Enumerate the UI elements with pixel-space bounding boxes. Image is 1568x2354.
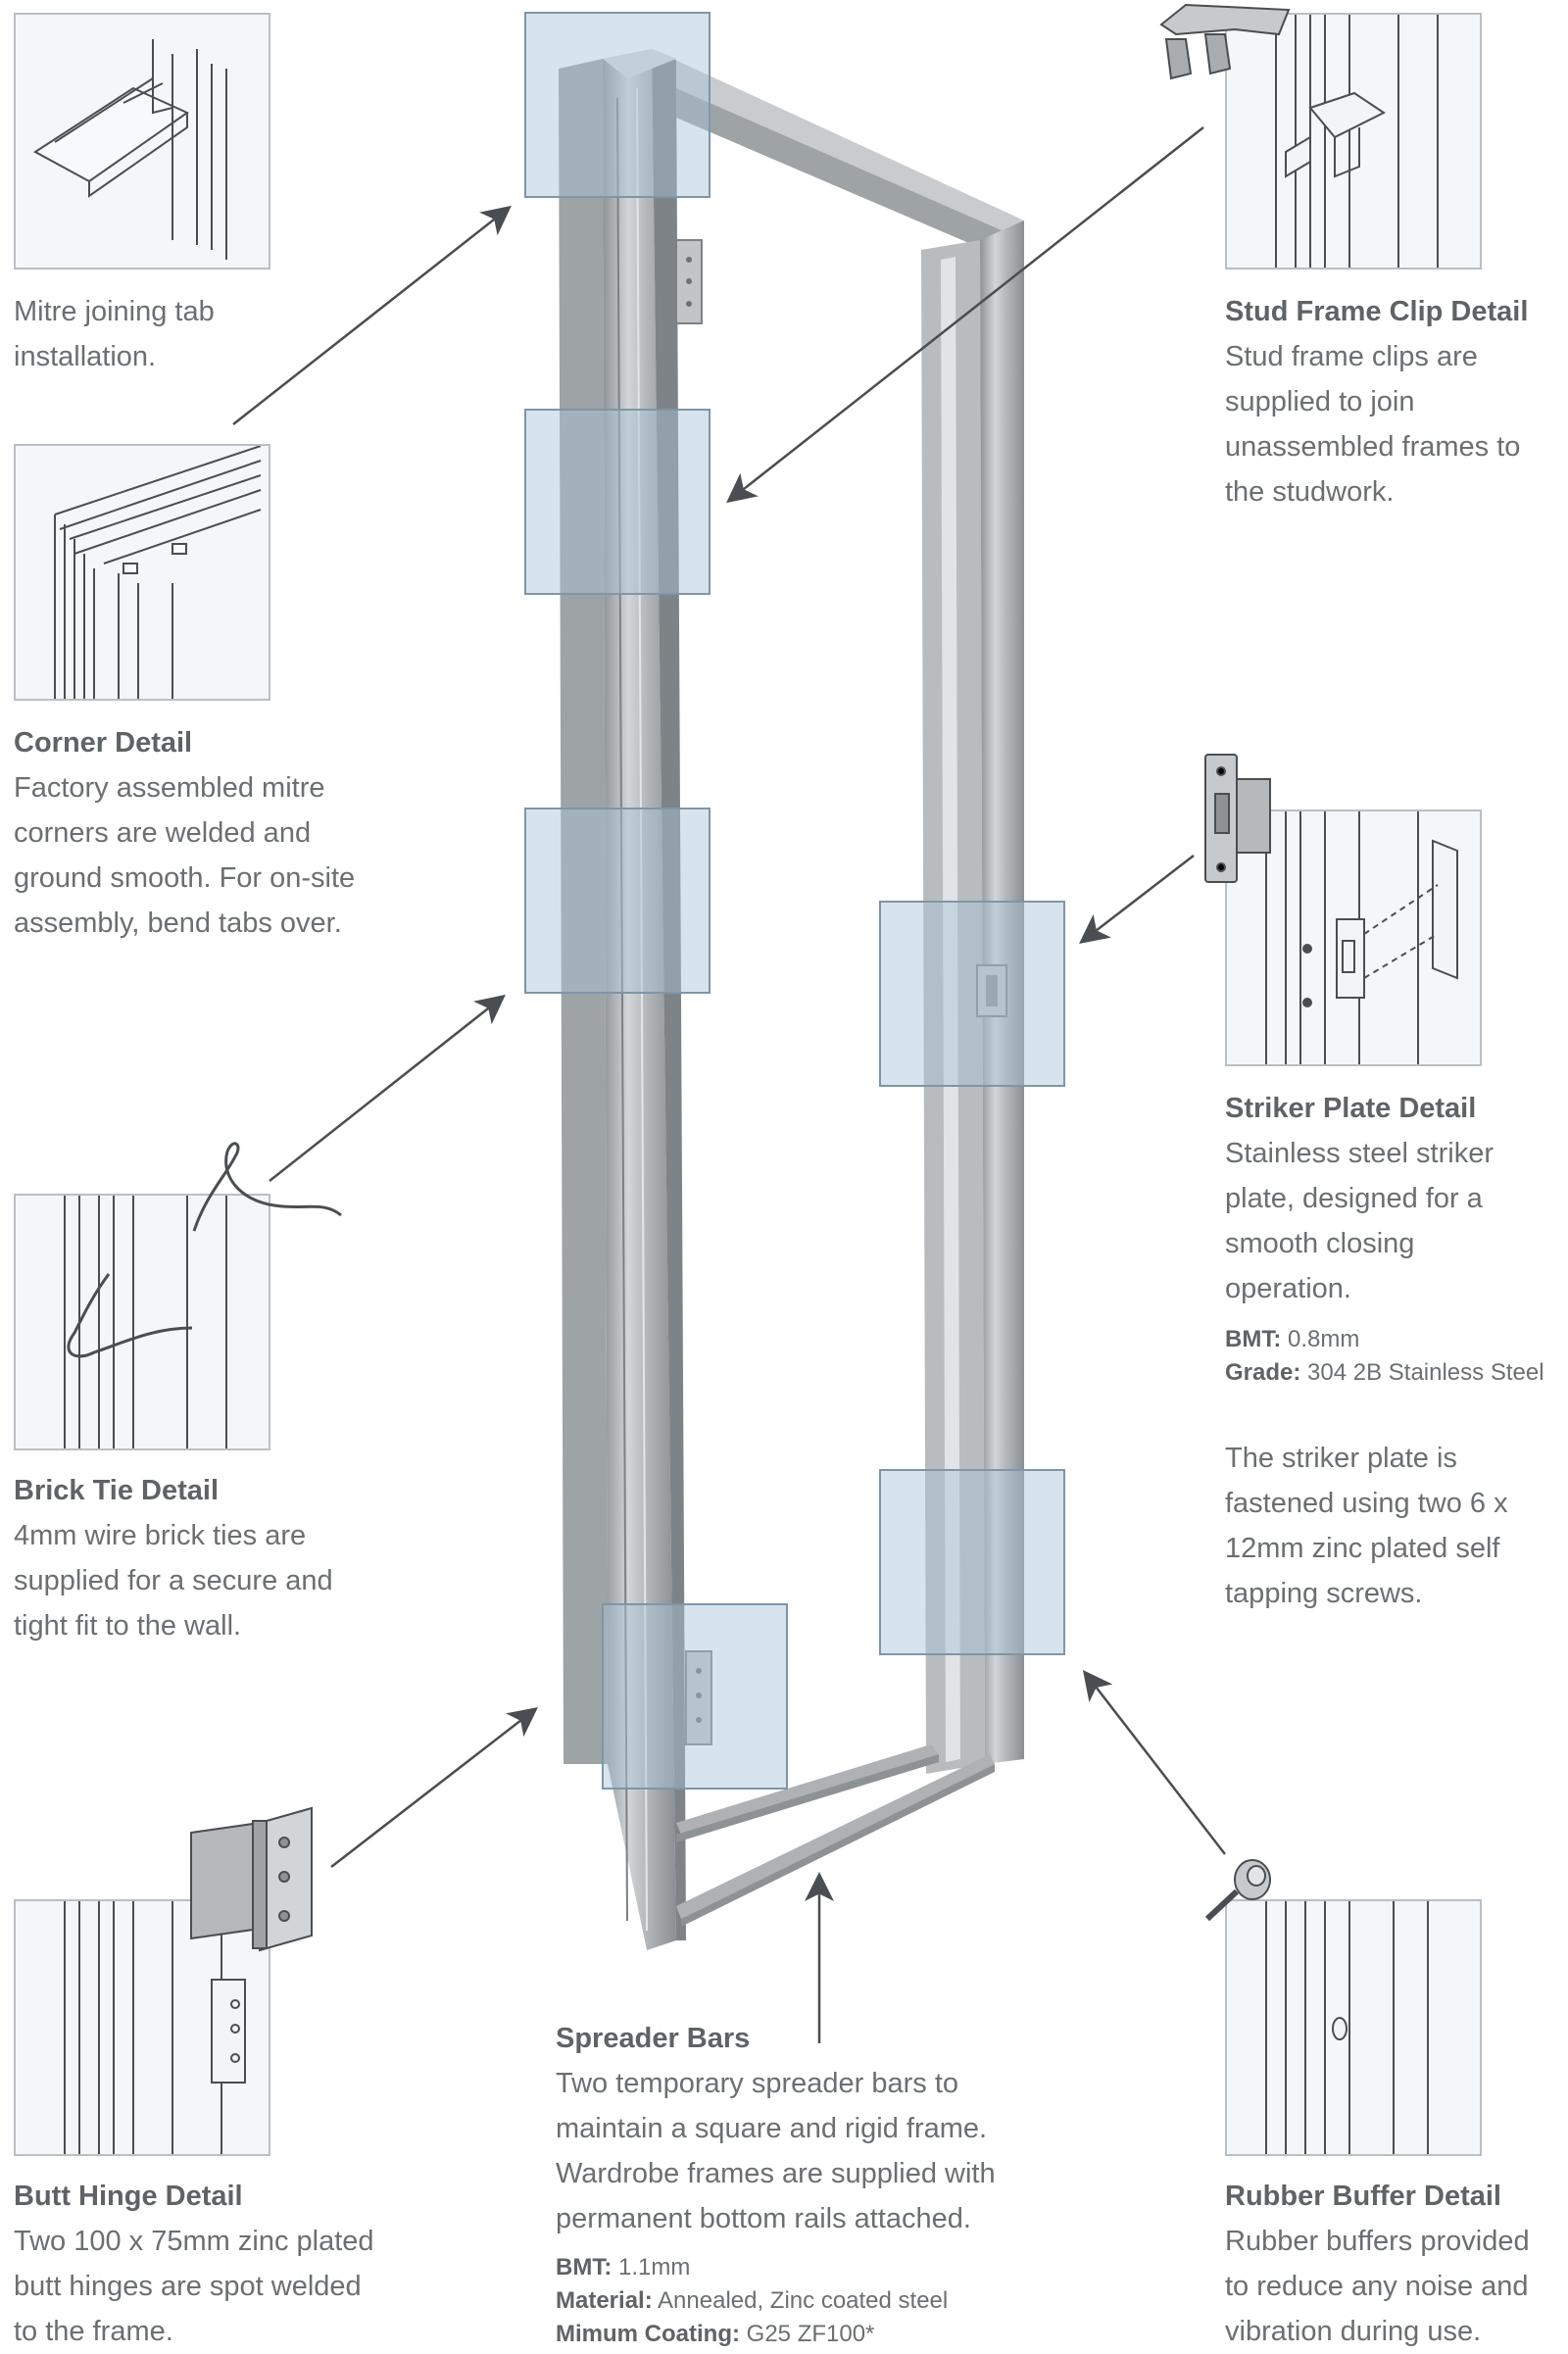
corner-title: Corner Detail (14, 727, 193, 759)
spreader-title: Spreader Bars (556, 2023, 751, 2054)
rubber-buffer-label: Rubber Buffer Detail Rubber buffers prov… (1225, 2174, 1558, 2354)
striker-plate-detail-inset (1225, 809, 1482, 1066)
stud-clip-detail-inset (1225, 13, 1482, 270)
brick-tie-label: Brick Tie Detail 4mm wire brick ties are… (14, 1468, 347, 1648)
rubber-buffer-detail-inset (1225, 1899, 1482, 2156)
spreader-specs: BMT: 1.1mm Material: Annealed, Zinc coat… (556, 2251, 1026, 2351)
spreader-body: Two temporary spreader bars to maintain … (556, 2068, 996, 2234)
corner-label: Corner Detail Factory assembled mitre co… (14, 720, 386, 946)
stud-clip-title: Stud Frame Clip Detail (1225, 296, 1529, 327)
corner-body: Factory assembled mitre corners are weld… (14, 772, 356, 939)
spreader-bars-illustration (676, 1744, 995, 1927)
stud-clip-label: Stud Frame Clip Detail Stud frame clips … (1225, 289, 1539, 515)
frame-head (603, 49, 1024, 265)
butt-hinge-body: Two 100 x 75mm zinc plated butt hinges a… (14, 2226, 374, 2347)
striker-bmt: BMT: 0.8mm (1225, 1326, 1360, 1352)
frame-left-jamb (559, 49, 686, 1950)
brick-tie-detail-inset (14, 1194, 270, 1450)
butt-hinge-title: Butt Hinge Detail (14, 2181, 243, 2212)
frame-hinges (675, 239, 712, 1745)
corner-detail-inset (14, 444, 270, 701)
striker-grade: Grade: 304 2B Stainless Steel (1225, 1359, 1544, 1386)
mitre-body: Mitre joining tab installation. (14, 296, 215, 372)
mitre-label: Mitre joining tab installation. (14, 289, 347, 379)
butt-hinge-label: Butt Hinge Detail Two 100 x 75mm zinc pl… (14, 2174, 376, 2354)
spreader-coating: Mimum Coating: G25 ZF100* (556, 2321, 875, 2347)
striker-body: Stainless steel striker plate, designed … (1225, 1138, 1494, 1304)
rubber-buffer-body: Rubber buffers provided to reduce any no… (1225, 2226, 1530, 2347)
striker-specs: BMT: 0.8mm Grade: 304 2B Stainless Steel (1225, 1323, 1568, 1390)
rubber-buffer-title: Rubber Buffer Detail (1225, 2181, 1501, 2212)
spreader-bmt: BMT: 1.1mm (556, 2254, 691, 2280)
striker-title: Striker Plate Detail (1225, 1093, 1477, 1124)
butt-hinge-detail-inset (14, 1899, 270, 2156)
striker-note-body: The striker plate is fastened using two … (1225, 1443, 1508, 1609)
brick-tie-body: 4mm wire brick ties are supplied for a s… (14, 1520, 333, 1642)
mitre-detail-inset (14, 13, 270, 270)
stud-clip-body: Stud frame clips are supplied to join un… (1225, 341, 1521, 508)
brick-tie-title: Brick Tie Detail (14, 1475, 220, 1506)
spreader-label: Spreader Bars Two temporary spreader bar… (556, 2016, 1026, 2241)
striker-label: Striker Plate Detail Stainless steel str… (1225, 1086, 1519, 1311)
striker-note: The striker plate is fastened using two … (1225, 1436, 1529, 1616)
highlight-boxes (524, 12, 1065, 1790)
callout-arrows (232, 126, 1226, 2043)
spreader-material: Material: Annealed, Zinc coated steel (556, 2287, 949, 2314)
